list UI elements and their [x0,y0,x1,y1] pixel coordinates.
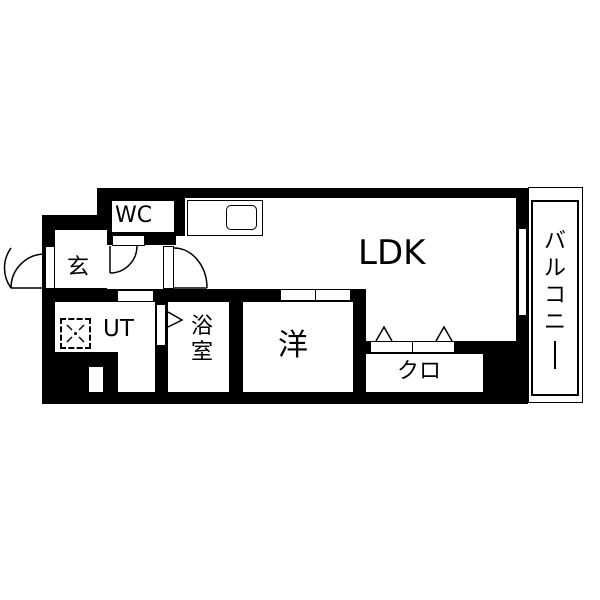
washing-machine-icon [60,318,91,349]
bath-door [156,304,166,346]
entrance-jamb-left [45,246,55,289]
utility-niche [89,367,103,392]
utility-label: UT [103,316,134,342]
hallway-area [107,245,163,289]
ldk-window [518,228,527,316]
balcony-label: バ ル コ ニ [538,231,572,369]
utility-area [55,302,155,352]
utility-opening [117,290,154,302]
sink-icon [226,205,257,230]
ldk-left-opening [176,236,188,289]
western-window-right [315,289,351,301]
utility-lower [118,352,155,392]
entrance-jamb-right [163,246,174,289]
closet-door-right [412,341,455,353]
entrance-area [55,230,107,288]
closet-area [366,354,483,392]
western-room-area [243,302,353,392]
wc-opening [112,235,145,246]
wc-area [112,201,174,232]
balcony-long-mark [554,341,556,369]
closet-label: クロ [397,359,442,384]
entrance-label: 玄 [67,255,90,280]
wc-label: WC [115,203,153,228]
ldk-label: LDK [358,233,426,273]
bath-label: 浴 室 [190,314,213,365]
western-room-label: 洋 [278,328,308,363]
